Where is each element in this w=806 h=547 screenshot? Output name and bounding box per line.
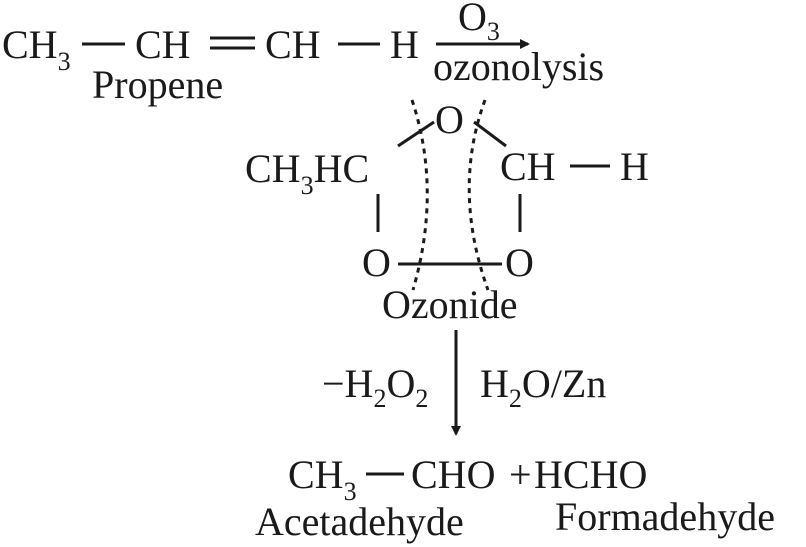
- formaldehyde-label: Formadehyde: [555, 494, 775, 539]
- ozonide-left-carbon: CH3HC: [245, 146, 369, 200]
- propene-structure: CH3 CH CH H Propene: [2, 22, 419, 107]
- ozonolysis-label: ozonolysis: [433, 44, 604, 89]
- product-hcho: HCHO: [534, 452, 647, 497]
- ozonide-top-oxygen: O: [435, 97, 464, 142]
- propene-ch-2: CH: [265, 22, 321, 67]
- acetaldehyde-label: Acetadehyde: [255, 499, 464, 544]
- cleavage-line-left: [410, 99, 429, 291]
- propene-ch: CH: [135, 22, 191, 67]
- ozonide-right-oxygen: O: [505, 240, 534, 285]
- propene-label: Propene: [92, 62, 223, 107]
- ozonide-structure: O CH3HC CH H O O Ozonide: [245, 97, 649, 327]
- ozonide-bond-c-o-left: [397, 120, 435, 148]
- product-ch3: CH3: [288, 452, 357, 506]
- ozonide-left-oxygen: O: [362, 240, 391, 285]
- zinc-water-reagent: H2O/Zn: [480, 361, 606, 413]
- plus-sign: +: [509, 452, 532, 497]
- workup-step: −H2O2 H2O/Zn: [322, 330, 606, 436]
- ozonide-right-h: H: [620, 144, 649, 189]
- ozonolysis-step: O3 ozonolysis: [433, 0, 604, 89]
- ozonide-right-carbon: CH: [500, 144, 556, 189]
- hydrogen-peroxide-byproduct: −H2O2: [322, 361, 428, 413]
- propene-h: H: [390, 22, 419, 67]
- products: CH3 CHO + HCHO Acetadehyde Formadehyde: [255, 452, 775, 544]
- ozone-reagent: O3: [458, 0, 500, 46]
- propene-ch3: CH3: [2, 22, 71, 76]
- ozonide-bond-o-c-right: [473, 120, 507, 148]
- product-cho: CHO: [411, 452, 495, 497]
- ozonide-label: Ozonide: [382, 282, 518, 327]
- cleavage-line-right: [467, 99, 490, 291]
